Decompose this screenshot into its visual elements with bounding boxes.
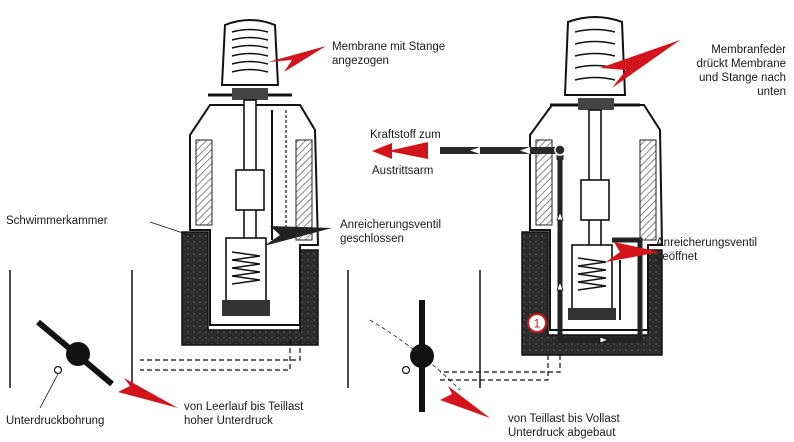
label-membrane-pulled: Membrane mit Stange angezogen — [332, 40, 445, 68]
label-idle-partial: von Leerlauf bis Teillast hoher Unterdru… — [184, 400, 303, 428]
fuel-outlet-pipe — [440, 144, 566, 160]
label-valve-open-line2: geöffnet — [656, 251, 698, 263]
arrow-valve-open — [606, 242, 660, 262]
label-valve-open-line1: Anreicherungsventil — [656, 237, 758, 249]
label-valve-closed-line2: geschlossen — [340, 233, 404, 245]
marker-1-label: 1 — [534, 317, 541, 331]
arrow-membrane-right — [600, 40, 680, 88]
label-float-chamber: Schwimmerkammer — [6, 215, 108, 227]
arrow-partial-full — [440, 386, 490, 418]
label-valve-closed: Anreicherungsventil geschlossen — [340, 218, 441, 246]
label-fuel-to: Kraftstoff zum — [370, 129, 441, 141]
arrow-membrane-left — [268, 46, 326, 72]
label-membrane-spring-line2: drückt Membrane — [696, 58, 786, 70]
label-idle-partial-line2: hoher Unterdruck — [184, 415, 273, 427]
label-valve-closed-line1: Anreicherungsventil — [340, 219, 442, 231]
label-partial-full: von Teillast bis Vollast Unterdruck abge… — [508, 412, 620, 440]
label-idle-partial-line1: von Leerlauf bis Teillast — [184, 401, 304, 413]
label-vacuum-bore: Unterdruckbohrung — [6, 415, 105, 427]
label-valve-open: Anreicherungsventil geöffnet — [656, 236, 757, 264]
label-exit-arm: Austrittsarm — [372, 165, 434, 177]
label-membrane-spring-line4: unten — [757, 86, 786, 98]
label-membrane-spring: Membranfeder drückt Membrane und Stange … — [697, 43, 786, 99]
label-partial-full-line2: Unterdruck abgebaut — [508, 427, 616, 439]
label-membrane-pulled-line1: Membrane mit Stange — [332, 41, 446, 53]
marker-1 — [527, 313, 547, 333]
left-carburetor — [9, 19, 320, 409]
left-throttle-shaft — [66, 342, 90, 366]
callout-arrows — [118, 40, 680, 418]
arrow-idle-partial — [118, 378, 178, 408]
arrow-fuel-exit — [388, 142, 428, 159]
left-vacuum-bore-icon — [53, 365, 63, 375]
right-carburetor: 1 — [347, 16, 664, 412]
arrow-valve-closed — [264, 226, 332, 246]
label-membrane-spring-line3: und Stange nach — [699, 72, 786, 84]
label-membrane-pulled-line2: angezogen — [332, 55, 389, 67]
label-membrane-spring-line1: Membranfeder — [711, 44, 786, 56]
label-partial-full-line1: von Teillast bis Vollast — [508, 413, 620, 425]
right-vacuum-bore-icon — [401, 365, 411, 375]
